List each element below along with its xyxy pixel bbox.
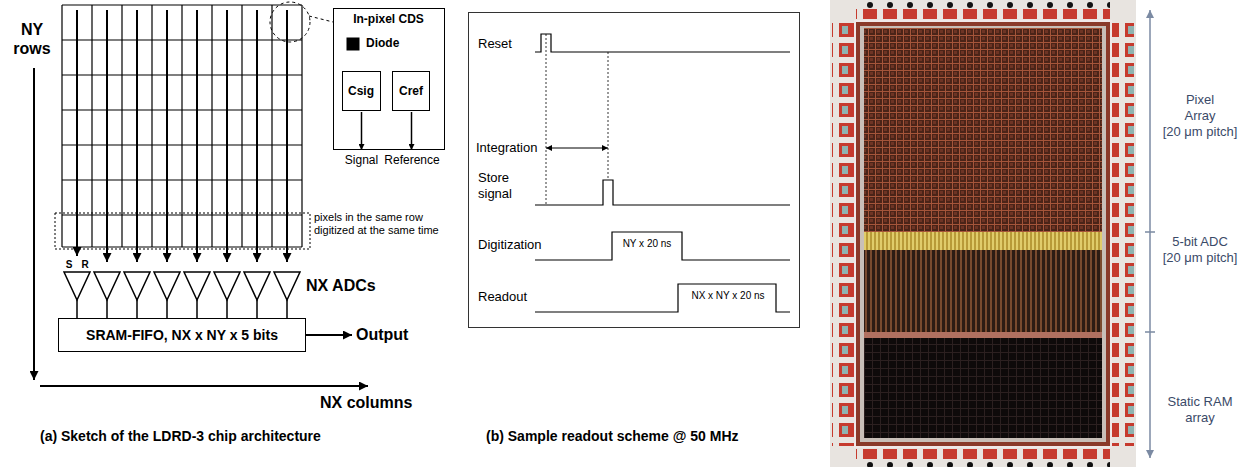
part-label: NX ADCs xyxy=(306,276,376,295)
extent-tick xyxy=(1145,232,1155,332)
column-arrow xyxy=(256,10,258,262)
output-label: Output xyxy=(356,325,408,344)
axis-label: NY rows xyxy=(8,20,56,58)
column-arrow xyxy=(76,10,78,256)
node-text: Reset xyxy=(478,36,512,52)
chip-ground xyxy=(830,0,1136,467)
input-name: R xyxy=(79,259,91,271)
column-arrow xyxy=(106,10,108,262)
chip-margin xyxy=(860,26,1106,442)
node-text: SRAM-FIFO, NX x NY x 5 bits xyxy=(86,327,278,344)
input-name: S xyxy=(63,259,75,271)
column-arrow xyxy=(136,10,138,262)
readout-waveform xyxy=(535,284,790,312)
adc-wire xyxy=(77,300,287,318)
pad-row xyxy=(856,0,1110,20)
node-text: NX x NY x 20 ns xyxy=(679,290,777,302)
panel-caption: (b) Sample readout scheme @ 50 MHz xyxy=(486,428,739,445)
output-arrow xyxy=(306,334,352,336)
pixel-array xyxy=(864,28,1102,232)
column-arrow xyxy=(226,10,228,262)
axis-label: NX columns xyxy=(320,393,412,412)
store-waveform xyxy=(535,180,790,205)
node-text: Diode xyxy=(366,36,399,50)
timing-frame: ResetIntegrationStore signalDigitization… xyxy=(468,12,800,328)
node-text: Csig xyxy=(348,84,374,98)
node-text: In-pixel CDS xyxy=(334,12,443,26)
reset-waveform xyxy=(535,34,790,52)
columns-arrow xyxy=(40,385,368,387)
node-text: Store signal xyxy=(478,170,528,201)
timing-guide xyxy=(546,34,608,205)
row-band xyxy=(55,213,310,249)
pixel-grid xyxy=(62,5,302,247)
node-text: NY x 20 ns xyxy=(613,238,681,250)
extent-bracket xyxy=(1149,10,1151,458)
column-arrow xyxy=(286,10,288,262)
node-text: Readout xyxy=(478,289,527,305)
zoom-circle xyxy=(270,2,310,42)
memory-box: SRAM-FIFO, NX x NY x 5 bits xyxy=(58,318,306,352)
annotation: pixels in the same row digitized at the … xyxy=(314,211,452,237)
region-label: 5-bit ADC xyxy=(1158,234,1242,250)
capacitor-box: Csig xyxy=(342,71,381,111)
pad-row xyxy=(856,448,1110,467)
capacitor-box: Cref xyxy=(392,71,430,111)
pad-column xyxy=(832,22,854,446)
signal-arrow xyxy=(411,112,413,150)
diode-symbol xyxy=(347,38,360,51)
adc-band xyxy=(864,232,1102,250)
region-label: Static RAM array xyxy=(1160,394,1240,425)
signal-name: Reference xyxy=(381,153,443,167)
node-text: Integration xyxy=(476,140,537,156)
panel-caption: (a) Sketch of the LDRD-3 chip architectu… xyxy=(40,428,321,445)
cds-box: In-pixel CDS DiodeCsig Cref xyxy=(333,8,445,150)
pitch-note: [20 μm pitch] xyxy=(1158,250,1242,266)
integration-arrow xyxy=(546,148,608,149)
separator xyxy=(864,332,1102,338)
chip-core xyxy=(855,21,1111,447)
region-label: Pixel Array xyxy=(1175,92,1225,123)
signal-name: Signal xyxy=(332,153,392,167)
column-arrow xyxy=(196,10,198,262)
column-arrow xyxy=(166,10,168,262)
digitization-waveform xyxy=(535,232,790,260)
pitch-note: [20 μm pitch] xyxy=(1158,124,1242,140)
rows-arrow xyxy=(33,68,35,380)
pad-column xyxy=(1112,22,1134,446)
adc-symbol xyxy=(64,272,300,300)
node-text: Cref xyxy=(399,84,423,98)
zoom-leader xyxy=(309,16,333,22)
sram-array xyxy=(864,338,1102,438)
node-text: Digitization xyxy=(478,237,542,253)
signal-arrow xyxy=(361,112,363,150)
adc-array xyxy=(864,250,1102,332)
